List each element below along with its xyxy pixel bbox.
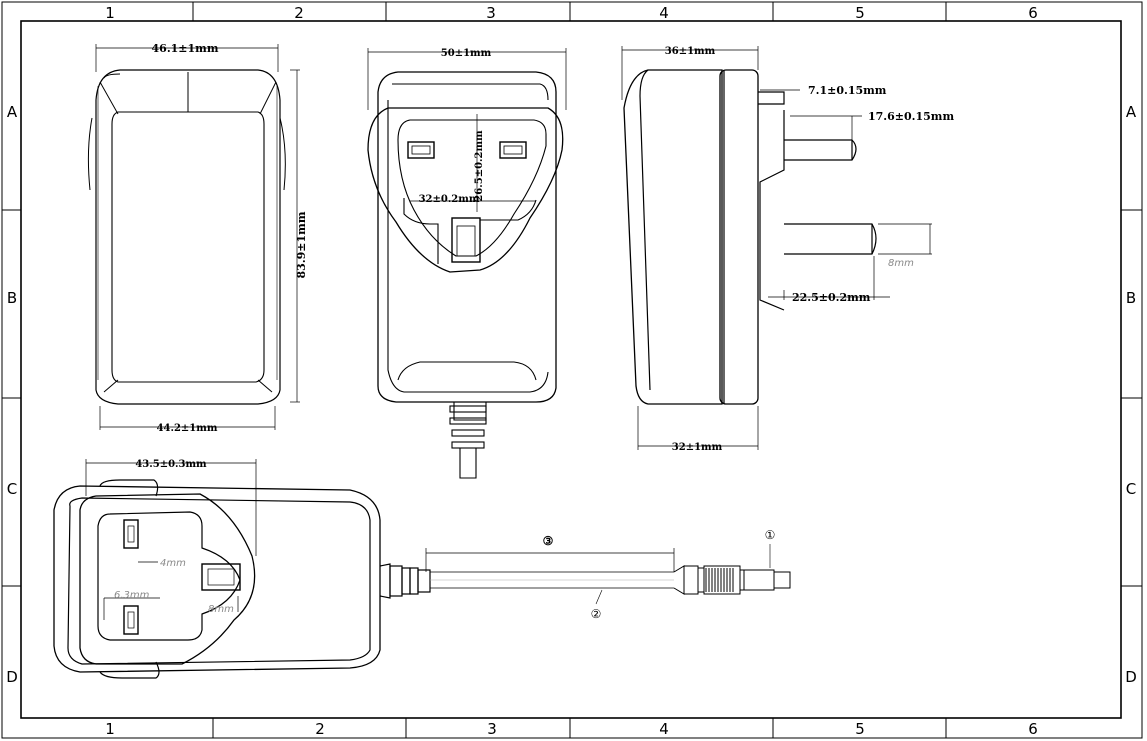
leader-lines bbox=[595, 544, 771, 605]
back-dimension-lines bbox=[367, 48, 567, 212]
side-dimension-lines bbox=[621, 46, 932, 450]
back-width-dimension: 50±1mm bbox=[441, 48, 492, 59]
side-earth-pin-offset-annotation: 8mm bbox=[888, 258, 914, 269]
zone-row-c-left: C bbox=[7, 480, 17, 498]
side-pin-length-dimension: 17.6±0.15mm bbox=[868, 110, 954, 123]
zone-col-3-top: 3 bbox=[486, 4, 496, 22]
front-dimension-lines bbox=[95, 44, 300, 430]
callout-connector: ① bbox=[765, 528, 776, 542]
zone-row-b-right: B bbox=[1126, 289, 1136, 307]
zone-col-6-top: 6 bbox=[1028, 4, 1038, 22]
zone-row-c-right: C bbox=[1126, 480, 1136, 498]
bottom-dimension-lines bbox=[85, 459, 675, 620]
zone-col-5-top: 5 bbox=[855, 4, 865, 22]
bottom-pin-width-annotation: 4mm bbox=[160, 558, 186, 569]
zone-col-6-bottom: 6 bbox=[1028, 720, 1038, 738]
zone-row-b-left: B bbox=[7, 289, 17, 307]
zone-row-a-left: A bbox=[7, 103, 18, 121]
front-top-width-dimension: 46.1±1mm bbox=[152, 42, 219, 55]
zone-col-1-top: 1 bbox=[105, 4, 115, 22]
zone-col-3-bottom: 3 bbox=[487, 720, 497, 738]
bottom-plug-width-dimension: 43.5±0.3mm bbox=[135, 459, 207, 470]
back-pin-height-dimension: 26.5±0.2mm bbox=[474, 130, 485, 202]
callout-cable: ② bbox=[591, 607, 602, 621]
zone-col-5-bottom: 5 bbox=[855, 720, 865, 738]
back-view bbox=[367, 71, 564, 479]
callout-cable-length: ③ bbox=[543, 534, 554, 548]
side-view bbox=[623, 69, 877, 405]
dc-connector bbox=[673, 565, 791, 595]
front-bottom-width-dimension: 44.2±1mm bbox=[157, 423, 218, 434]
side-pin-thickness-dimension: 7.1±0.15mm bbox=[808, 84, 887, 97]
front-height-dimension: 83.9±1mm bbox=[295, 211, 308, 278]
side-depth-bottom-dimension: 32±1mm bbox=[672, 442, 723, 453]
zone-col-2-bottom: 2 bbox=[315, 720, 325, 738]
bottom-view bbox=[53, 479, 431, 679]
front-view bbox=[87, 69, 286, 405]
bottom-pin-spacing-annotation: 6.3mm bbox=[114, 590, 150, 601]
back-pin-spacing-dimension: 32±0.2mm bbox=[419, 194, 480, 205]
bottom-earth-pin-width-annotation: 8mm bbox=[208, 604, 234, 615]
zone-col-4-bottom: 4 bbox=[659, 720, 669, 738]
zone-col-1-bottom: 1 bbox=[105, 720, 115, 738]
side-depth-top-dimension: 36±1mm bbox=[665, 46, 716, 57]
zone-col-2-top: 2 bbox=[294, 4, 304, 22]
zone-col-4-top: 4 bbox=[659, 4, 669, 22]
zone-row-d-right: D bbox=[1125, 668, 1137, 686]
zone-row-d-left: D bbox=[6, 668, 18, 686]
cable bbox=[430, 571, 674, 589]
side-earth-pin-length-dimension: 22.5±0.2mm bbox=[792, 291, 871, 304]
zone-row-a-right: A bbox=[1126, 103, 1137, 121]
